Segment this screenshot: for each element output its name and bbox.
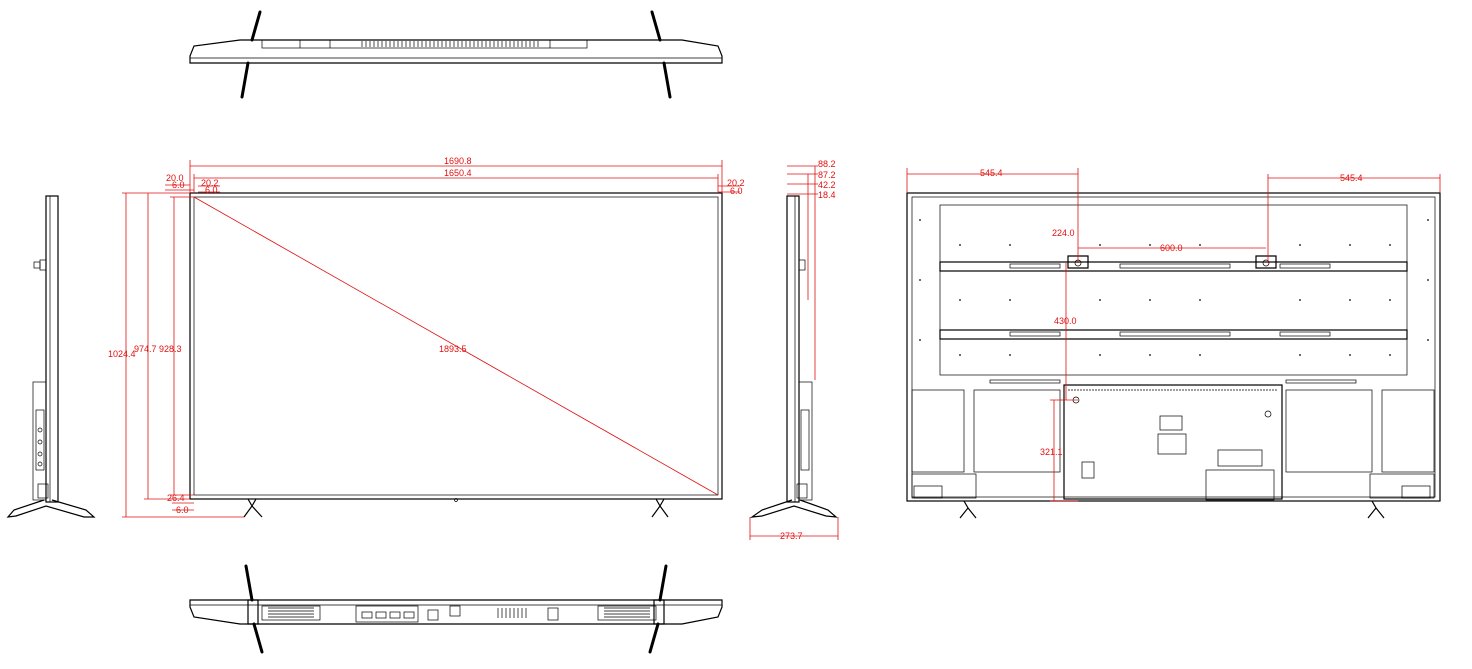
dim-side-depth-1: 88.2 — [818, 159, 836, 169]
dim-overall-width: 1690.8 — [444, 156, 472, 166]
dim-back-left-offset: 545.4 — [980, 168, 1003, 178]
back-view: 545.4 545.4 600.0 224.0 430.0 321.1 — [906, 168, 1441, 519]
dim-stand-depth: 273.7 — [780, 531, 803, 541]
dim-overall-height: 974.7 — [134, 344, 157, 354]
front-view: 1690.8 1650.4 1893.5 20.0 6.0 20.2 6.0 2… — [108, 156, 745, 518]
dim-bezel-top-left-inner: 6.0 — [172, 180, 185, 190]
dim-screen-height: 928.3 — [159, 344, 182, 354]
left-side-view — [6, 195, 96, 518]
dim-bezel-top-mid-1: 20.2 — [201, 178, 219, 188]
dim-bezel-top-mid-2: 6.0 — [205, 185, 218, 195]
dim-bezel-top-left: 20.0 — [166, 173, 184, 183]
dim-screen-width: 1650.4 — [444, 168, 472, 178]
dim-diagonal: 1893.5 — [439, 344, 467, 354]
dim-overall-height-stand: 1024.4 — [108, 349, 136, 359]
dim-side-depth-4: 18.4 — [818, 190, 836, 200]
bottom-view — [189, 564, 723, 654]
dim-vesa-top: 224.0 — [1052, 228, 1075, 238]
dim-bezel-right-2: 6.0 — [730, 186, 743, 196]
dim-side-depth-3: 42.2 — [818, 180, 836, 190]
dim-vesa-horizontal: 600.0 — [1160, 243, 1183, 253]
front-stand — [243, 498, 669, 518]
right-side-view: 88.2 87.2 42.2 18.4 273.7 — [749, 159, 839, 541]
bottom-speaker-grilles — [268, 607, 650, 618]
back-screw-dots — [919, 219, 1429, 356]
dim-back-right-offset: 545.4 — [1340, 173, 1363, 183]
dim-vesa-vertical: 430.0 — [1054, 316, 1077, 326]
dim-bezel-bottom-2: 6.0 — [176, 505, 189, 515]
top-vent-grille — [361, 41, 539, 47]
dim-side-depth-2: 87.2 — [818, 170, 836, 180]
dim-bezel-bottom-1: 26.4 — [167, 493, 185, 503]
top-view — [189, 10, 723, 99]
dim-lower-mount: 321.1 — [1040, 447, 1063, 457]
dim-bezel-right-1: 20.2 — [727, 178, 745, 188]
